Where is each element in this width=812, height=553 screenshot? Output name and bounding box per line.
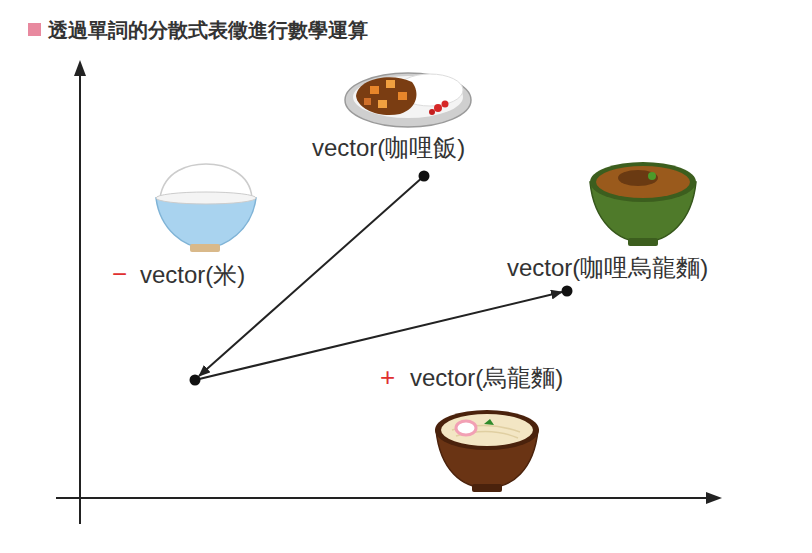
axis-arrowhead (74, 60, 86, 76)
axis-arrowhead (706, 492, 722, 504)
curry-udon-illustration (590, 162, 696, 246)
udon-bowl-illustration (435, 410, 539, 492)
rice-bowl-illustration (156, 164, 256, 252)
operator-sign: + (380, 363, 395, 391)
vector-label: vector(咖哩烏龍麵) (507, 254, 708, 282)
figure-title: 透過單詞的分散式表徵進行數學運算 (48, 17, 368, 43)
curry-rice-illustration (345, 73, 471, 127)
axes (56, 70, 712, 524)
vector-label: vector(米) (140, 261, 245, 289)
title-marker (28, 23, 41, 36)
operator-sign: − (112, 260, 127, 288)
vector-label: vector(咖哩飯) (312, 134, 465, 162)
vector-label: vector(烏龍麵) (410, 364, 563, 392)
